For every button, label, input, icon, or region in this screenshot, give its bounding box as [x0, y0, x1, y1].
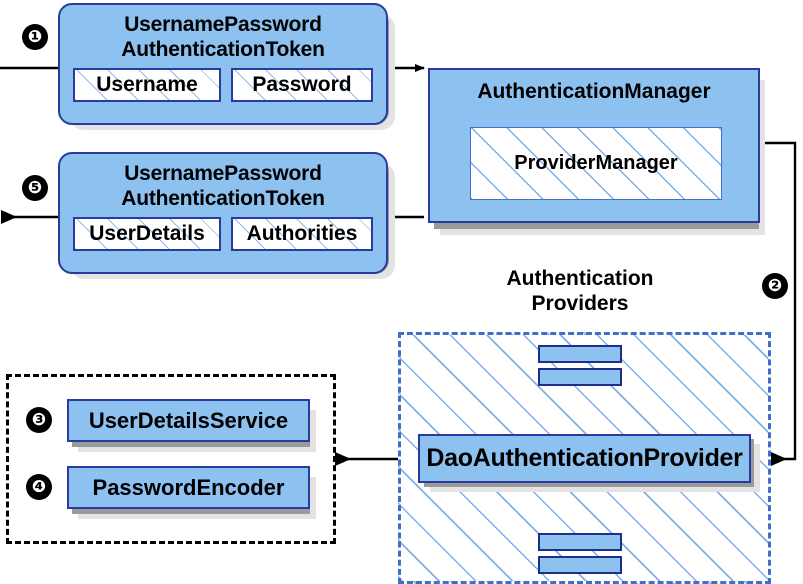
- request-token-slot-username[interactable]: Username: [73, 68, 221, 102]
- other-provider-top-2[interactable]: [538, 368, 622, 386]
- step-marker-5: ❺: [22, 175, 48, 201]
- user-details-service-box[interactable]: UserDetailsService: [67, 399, 310, 442]
- response-token-box[interactable]: UsernamePassword AuthenticationToken Use…: [58, 152, 388, 274]
- request-token-box[interactable]: UsernamePassword AuthenticationToken Use…: [58, 3, 388, 125]
- request-token-slot-password[interactable]: Password: [231, 68, 373, 102]
- other-provider-top-1[interactable]: [538, 345, 622, 363]
- response-token-slot-userdetails[interactable]: UserDetails: [73, 217, 221, 251]
- authentication-providers-label: Authentication Providers: [506, 267, 654, 315]
- step-marker-3: ❸: [26, 407, 52, 433]
- user-details-service-label: UserDetailsService: [88, 407, 289, 433]
- response-token-title: UsernamePassword AuthenticationToken: [121, 162, 325, 210]
- password-encoder-label: PasswordEncoder: [92, 474, 285, 500]
- other-provider-bottom-1[interactable]: [538, 533, 622, 551]
- dao-authentication-provider-label: DaoAuthenticationProvider: [426, 444, 743, 472]
- authentication-manager-title: AuthenticationManager: [477, 80, 711, 103]
- dao-authentication-provider-box[interactable]: DaoAuthenticationProvider: [418, 434, 751, 483]
- request-token-slots: Username Password: [73, 68, 373, 102]
- authentication-manager-box[interactable]: AuthenticationManager ProviderManager: [428, 68, 760, 223]
- other-provider-bottom-2[interactable]: [538, 556, 622, 574]
- dependencies-container: [6, 374, 336, 544]
- step-marker-1: ❶: [22, 24, 48, 50]
- provider-manager-box[interactable]: ProviderManager: [470, 127, 722, 200]
- password-encoder-box[interactable]: PasswordEncoder: [67, 466, 310, 509]
- step-marker-2: ❷: [762, 273, 788, 299]
- response-token-slot-authorities[interactable]: Authorities: [231, 217, 373, 251]
- response-token-slots: UserDetails Authorities: [73, 217, 373, 251]
- step-marker-4: ❹: [26, 474, 52, 500]
- request-token-title: UsernamePassword AuthenticationToken: [121, 13, 325, 61]
